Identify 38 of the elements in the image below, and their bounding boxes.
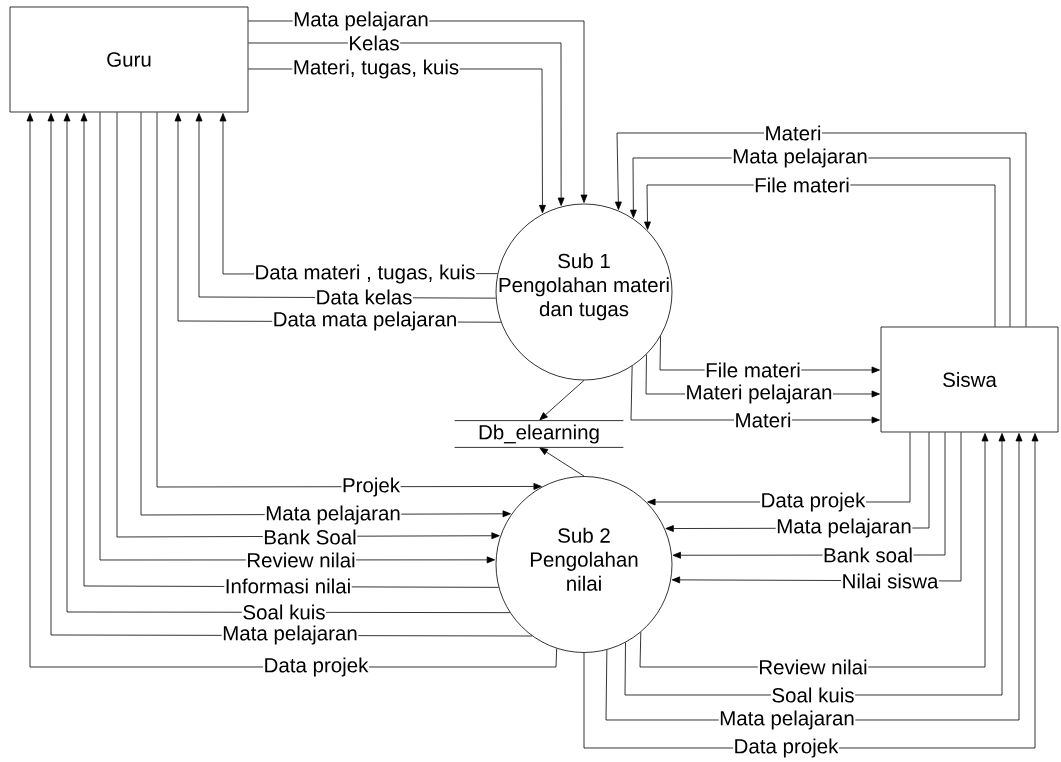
arrow	[624, 433, 1006, 696]
edge-label: Data projek	[733, 737, 839, 759]
edge-label: Soal kuis	[770, 686, 856, 703]
edge-label: File materi	[704, 361, 802, 378]
edge-label: Mata pelajaran	[292, 10, 430, 32]
edge-label: Data materi , tugas, kuis	[254, 263, 476, 285]
edge-label: Materi pelajaran	[685, 383, 833, 405]
edge-label: Review nilai	[245, 551, 357, 568]
edge-label: Review nilai	[757, 658, 869, 675]
edge-label: Projek	[341, 476, 401, 498]
arrow	[614, 132, 1027, 327]
arrow	[248, 42, 565, 206]
edge-label: Data kelas	[315, 288, 413, 305]
edge-label: Data projek	[263, 656, 369, 678]
edge-label: Kelas	[347, 34, 401, 52]
entity-box: Guru	[9, 6, 249, 113]
edge-label: Bank soal	[822, 546, 914, 563]
edge-label: Mata pelajaran	[264, 504, 402, 526]
edge-label: Informasi nilai	[224, 577, 352, 594]
arrow	[539, 447, 585, 477]
data-store: Db_elearning	[454, 420, 624, 448]
edge-label: Materi, tugas, kuis	[292, 58, 460, 80]
edge-label: Soal kuis	[241, 603, 327, 620]
arrow	[156, 112, 542, 490]
entity-box: Siswa	[880, 326, 1059, 433]
edge-label: Nilai siswa	[841, 572, 939, 589]
edge-label: Materi	[764, 124, 822, 141]
edge-label: Mata pelajaran	[731, 147, 869, 169]
edge-label: Mata pelajaran	[775, 517, 913, 539]
edge-label: Materi	[734, 411, 792, 428]
arrow	[583, 433, 1039, 749]
edge-label: Bank Soal	[262, 528, 358, 545]
edge-label: Mata pelajaran	[221, 624, 359, 646]
edge-label: Data projek	[760, 491, 866, 513]
edge-label: Data mata pelajaran	[272, 310, 458, 332]
edge-label: Mata pelajaran	[718, 709, 856, 731]
edge-label: File materi	[753, 176, 851, 193]
arrow	[539, 380, 585, 421]
